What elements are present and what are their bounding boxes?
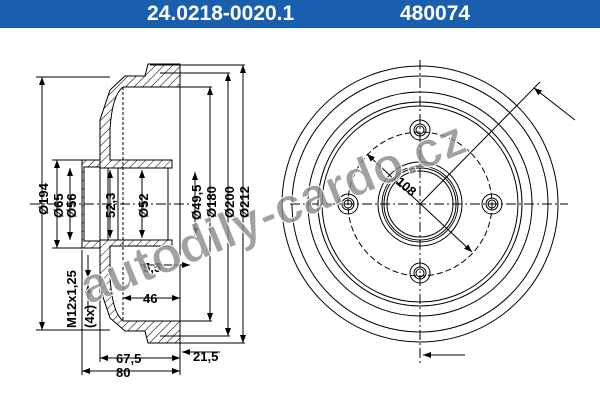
side-dimension-labels: Ø194 Ø65 Ø56 52,3 Ø52 Ø49,5 Ø180 Ø200 Ø2… xyxy=(36,182,252,380)
side-section-view xyxy=(30,63,246,375)
dim-d212: Ø212 xyxy=(237,186,252,218)
drum-section-bottom xyxy=(99,239,181,344)
dim-21-5: 21,5 xyxy=(193,349,218,364)
dim-67-5: 67,5 xyxy=(116,351,141,366)
thread-spec: M12x1,25 xyxy=(64,270,79,328)
part-number: 24.0218-0020.1 xyxy=(147,2,295,25)
watermark: autodily-cardo.cz xyxy=(71,109,473,315)
dim-d49-5: Ø49,5 xyxy=(189,185,204,220)
drum-section-top xyxy=(99,63,181,169)
dim-46: 46 xyxy=(143,291,157,306)
thread-count: (4x) xyxy=(82,305,97,328)
dim-d194: Ø194 xyxy=(36,182,51,215)
reference-number: 480074 xyxy=(400,2,471,25)
dim-d56: Ø56 xyxy=(64,193,79,218)
dim-d180: Ø180 xyxy=(204,186,219,218)
front-view xyxy=(281,60,576,365)
dim-80: 80 xyxy=(116,365,130,380)
dim-52-3: 52,3 xyxy=(103,193,118,218)
dim-d200: Ø200 xyxy=(222,186,237,218)
dim-d52: Ø52 xyxy=(136,193,151,218)
dim-5-5: 5,5 xyxy=(143,260,161,275)
title-bar: 24.0218-0020.1 480074 xyxy=(0,0,600,28)
dim-d65: Ø65 xyxy=(51,193,66,218)
